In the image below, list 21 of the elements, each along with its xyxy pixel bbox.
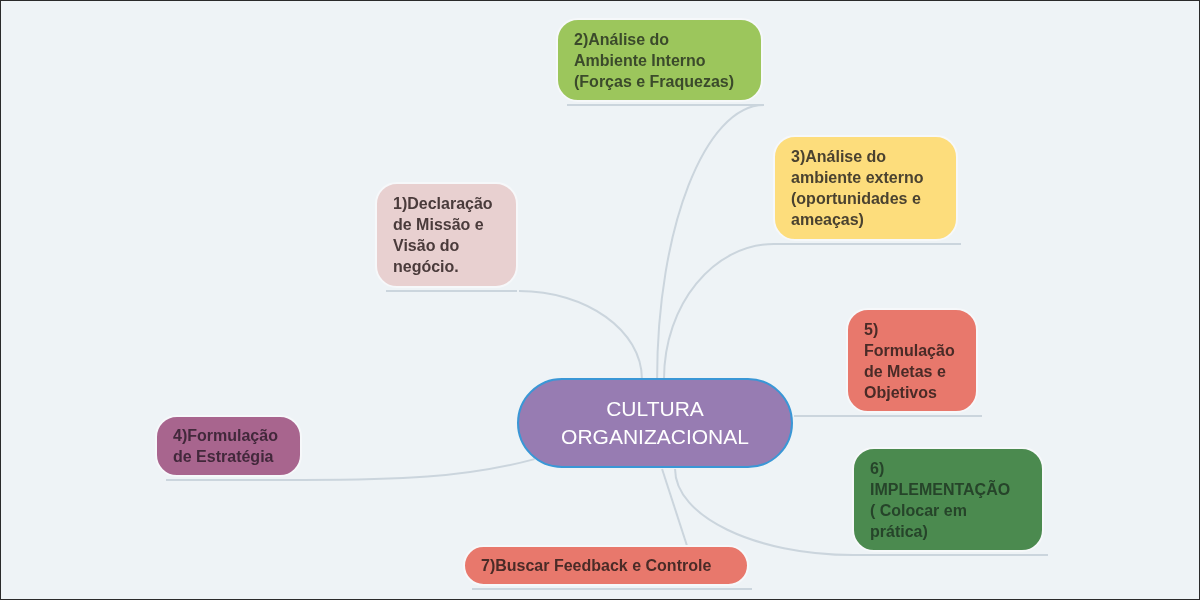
topic-text: 5) Formulação de Metas e Objetivos — [864, 319, 956, 403]
connector-line — [302, 458, 536, 481]
topic-text: 6) IMPLEMENTAÇÃO ( Colocar em prática) — [870, 458, 1012, 542]
topic-box — [463, 545, 749, 586]
topic-box — [852, 447, 1044, 552]
connector-line — [518, 290, 643, 380]
topic-text: 2)Análise do Ambiente Interno (Forças e Fraquezas) — [574, 29, 736, 92]
topic-box — [375, 182, 518, 288]
connector-line — [674, 468, 854, 556]
connector-line — [661, 468, 689, 547]
topic-text: 7)Buscar Feedback e Controle — [481, 556, 713, 576]
topic-box — [155, 415, 302, 477]
topic-box — [556, 18, 763, 102]
topic-text: 3)Análise do ambiente externo (oportunidades e ameaças) — [791, 147, 925, 230]
connector-line — [663, 243, 775, 380]
topic-box — [846, 308, 978, 413]
connector-line — [793, 414, 848, 417]
topic-text: 4)Formulação de Estratégia — [173, 426, 279, 467]
topic-text: 1)Declaração de Missão e Visão do negócio. — [393, 194, 494, 277]
topic-box — [773, 135, 958, 241]
central-topic-text: CULTURA ORGANIZACIONAL — [560, 396, 750, 450]
